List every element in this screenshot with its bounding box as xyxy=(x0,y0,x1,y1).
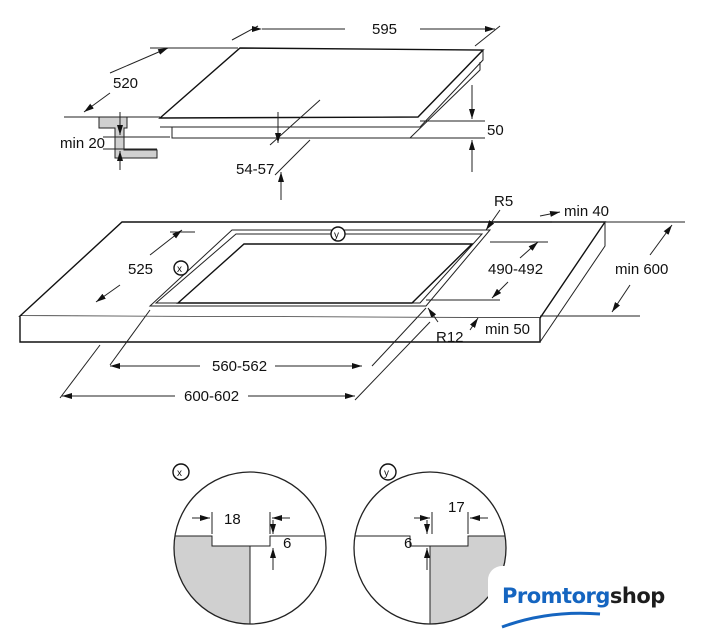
dim-depth-label: 520 xyxy=(113,75,138,92)
min600-label: min 600 xyxy=(615,261,668,278)
logo-part2: shop xyxy=(609,584,665,608)
hob-drawing: 595 520 min 20 50 54-57 xyxy=(60,21,504,200)
dim-width-label: 595 xyxy=(372,21,397,38)
detail-y-title: y xyxy=(384,468,389,479)
dim-525-label: 525 xyxy=(128,261,153,278)
detail-x-title: x xyxy=(177,468,182,479)
mounting-bracket xyxy=(98,116,158,159)
detail-x: x 18 6 xyxy=(172,463,327,625)
countertop-drawing: R5 min 40 min 600 y x 525 490-492 R12 mi… xyxy=(18,193,685,405)
dim-600-label: 600-602 xyxy=(184,388,239,405)
detail-y-depth: 6 xyxy=(404,535,412,552)
dim-height-label: 50 xyxy=(487,122,504,139)
dim-490-label: 490-492 xyxy=(488,261,543,278)
dim-560-label: 560-562 xyxy=(212,358,267,375)
promtorgshop-logo: Promtorgshop xyxy=(488,566,705,640)
dim-cut-depth-label: 54-57 xyxy=(236,161,274,178)
detail-x-width: 18 xyxy=(224,511,241,528)
min40-label: min 40 xyxy=(564,203,609,220)
detail-x-marker: x xyxy=(177,264,182,275)
logo-swoosh-icon xyxy=(501,611,601,629)
cutout-outer xyxy=(148,229,492,307)
detail-x-depth: 6 xyxy=(283,535,291,552)
dim-min-gap-label: min 20 xyxy=(60,135,105,152)
r12-label: R12 xyxy=(436,329,464,346)
detail-y-width: 17 xyxy=(448,499,465,516)
detail-y-marker: y xyxy=(334,230,339,241)
cutout-inner xyxy=(176,243,474,304)
r5-label: R5 xyxy=(494,193,513,210)
min50-label: min 50 xyxy=(485,321,530,338)
logo-part1: Promtorg xyxy=(502,584,610,608)
